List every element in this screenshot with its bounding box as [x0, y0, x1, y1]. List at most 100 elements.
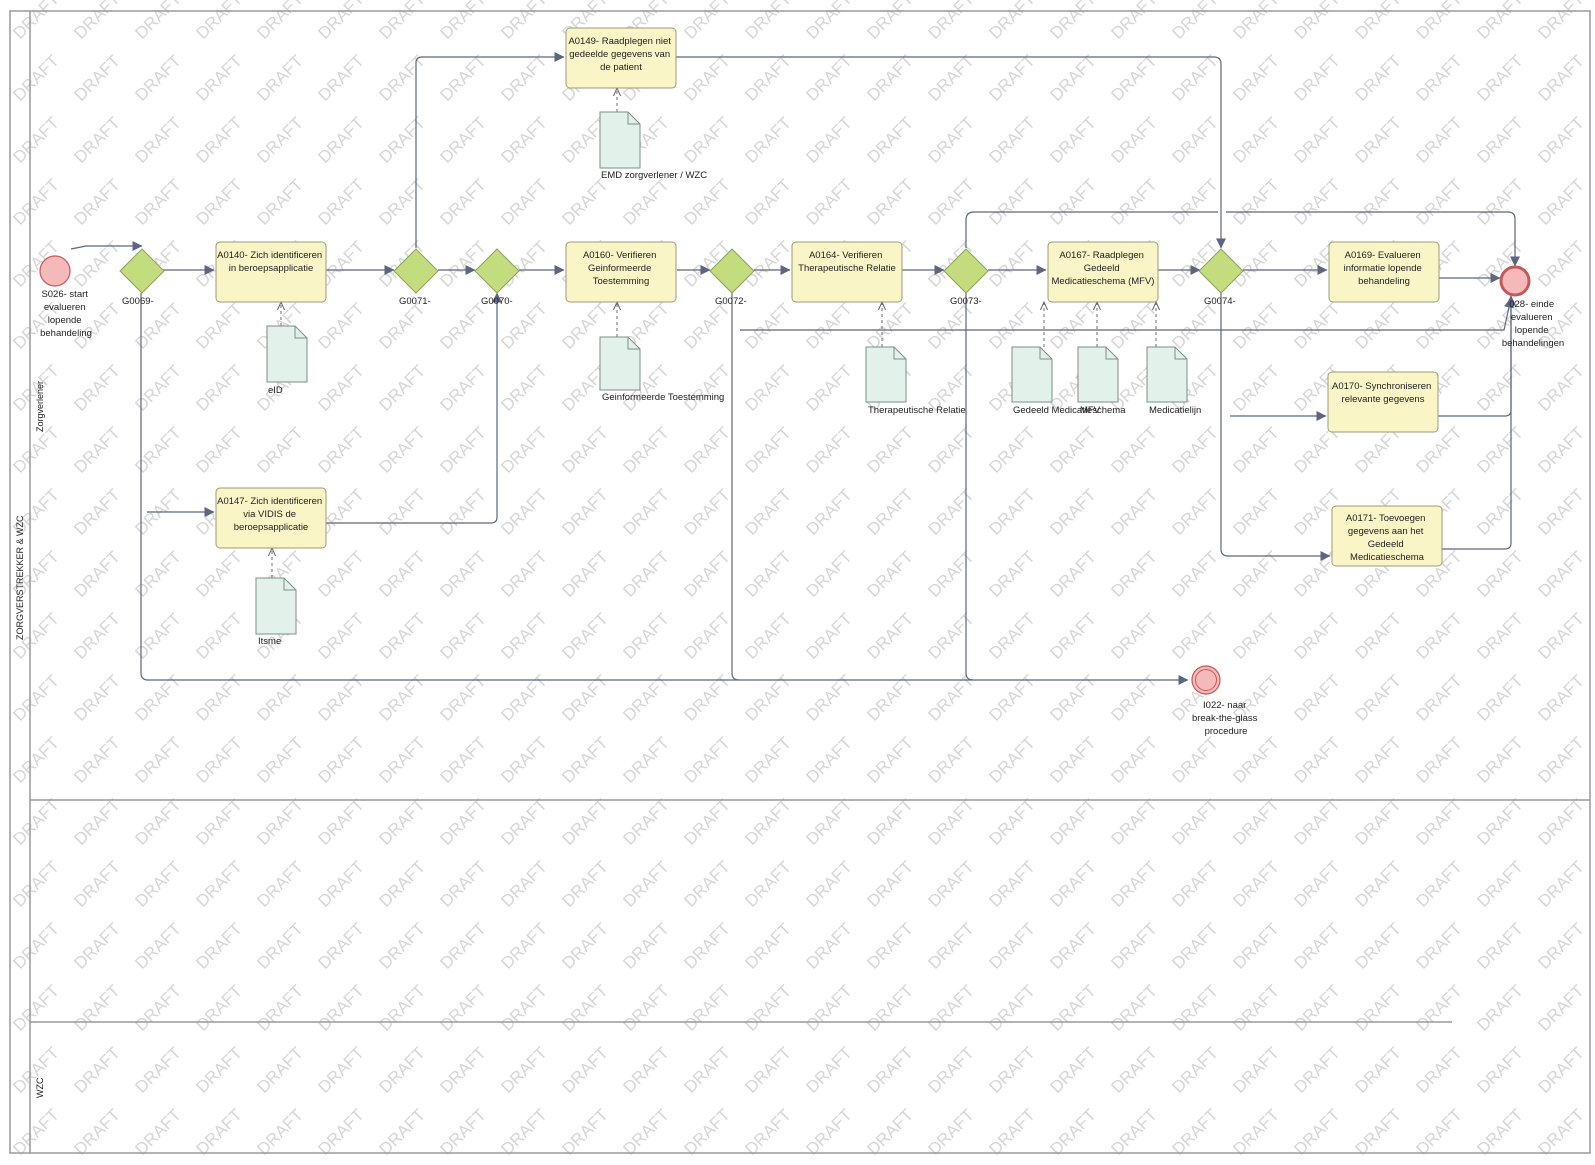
watermark-text: DRAFT [985, 733, 1039, 787]
watermark-text: DRAFT [9, 51, 63, 105]
activity-a0149[interactable]: A0149- Raadplegen niet gedeelde gegevens… [565, 27, 677, 89]
watermark-text: DRAFT [619, 733, 673, 787]
activity-a0140[interactable]: A0140- Zich identificeren in beroepsappl… [215, 241, 327, 303]
watermark-text: DRAFT [497, 919, 551, 973]
watermark-text: DRAFT [802, 857, 856, 911]
gateway-g0073[interactable]: G0073- [943, 248, 989, 307]
watermark-text: DRAFT [802, 0, 856, 43]
watermark-text: DRAFT [375, 175, 429, 229]
watermark-text: DRAFT [1107, 0, 1161, 43]
watermark-text: DRAFT [1412, 795, 1466, 849]
watermark-text: DRAFT [1046, 733, 1100, 787]
data-object-mfv[interactable]: MFV [1077, 346, 1119, 416]
data-object-medicatielijn[interactable]: Medicatielijn [1146, 346, 1201, 416]
data-object-label: MFV [1080, 405, 1101, 416]
watermark-text: DRAFT [1229, 113, 1283, 167]
activity-a0164[interactable]: A0164- Verifieren Therapeutische Relatie [791, 241, 903, 303]
watermark-text: DRAFT [9, 857, 63, 911]
watermark-text: DRAFT [192, 175, 246, 229]
activity-a0170[interactable]: A0170- Synchroniseren relevante gegevens [1327, 371, 1439, 433]
data-object-label: eID [268, 385, 283, 396]
watermark-text: DRAFT [314, 795, 368, 849]
gateway-g0074[interactable]: G0074- [1198, 248, 1244, 307]
watermark-text: DRAFT [680, 299, 734, 353]
data-object-emd[interactable]: EMD zorgverlener / WZC [599, 111, 707, 181]
watermark-text: DRAFT [1046, 299, 1100, 353]
activity-label: A0171- Toevoegen gegevens aan het Gedeel… [1346, 513, 1428, 563]
watermark-text: DRAFT [131, 1105, 185, 1159]
watermark-text: DRAFT [1290, 113, 1344, 167]
watermark-text: DRAFT [1534, 733, 1588, 787]
end-event-e028[interactable]: 028- einde evalueren lopende behandeling… [1499, 265, 1564, 349]
watermark-text: DRAFT [1412, 175, 1466, 229]
watermark-text: DRAFT [1473, 1043, 1527, 1097]
start-event-s026[interactable]: S026- start evalueren lopende behandelin… [39, 255, 92, 339]
watermark-text: DRAFT [924, 51, 978, 105]
watermark-text: DRAFT [741, 857, 795, 911]
gateway-g0071[interactable]: G0071- [393, 248, 439, 307]
watermark-text: DRAFT [741, 113, 795, 167]
watermark-text: DRAFT [1351, 113, 1405, 167]
gateway-g0072[interactable]: G0072- [709, 248, 755, 307]
data-object-itsme[interactable]: Itsme [255, 577, 297, 647]
watermark-text: DRAFT [131, 175, 185, 229]
activity-a0169[interactable]: A0169- Evalueren informatie lopende beha… [1328, 241, 1440, 303]
activity-a0147[interactable]: A0147- Zich identificeren via VIDIS de b… [215, 487, 327, 549]
flow-g73-down [965, 293, 974, 681]
watermark-text: DRAFT [497, 485, 551, 539]
lane-label-wzc: WZC [35, 1077, 45, 1098]
gateway-g0070[interactable]: G0070- [474, 248, 520, 307]
watermark-text: DRAFT [741, 733, 795, 787]
watermark-text: DRAFT [70, 1043, 124, 1097]
data-object-therapeutische-relatie[interactable]: Therapeutische Relatie [865, 346, 966, 416]
flow-a171-end [1441, 295, 1516, 550]
activity-a0167[interactable]: A0167- Raadplegen Gedeeld Medicatieschem… [1047, 241, 1159, 303]
data-object-geinformeerde-toestemming[interactable]: Geinformeerde Toestemming [599, 336, 724, 403]
watermark-text: DRAFT [70, 547, 124, 601]
watermark-text: DRAFT [924, 919, 978, 973]
watermark-text: DRAFT [1473, 981, 1527, 1035]
watermark-text: DRAFT [1168, 547, 1222, 601]
watermark-text: DRAFT [741, 609, 795, 663]
watermark-text: DRAFT [131, 423, 185, 477]
watermark-text: DRAFT [1473, 485, 1527, 539]
watermark-text: DRAFT [497, 175, 551, 229]
activity-a0171[interactable]: A0171- Toevoegen gegevens aan het Gedeel… [1331, 505, 1443, 567]
watermark-text: DRAFT [375, 299, 429, 353]
watermark-text: DRAFT [1412, 609, 1466, 663]
watermark-text: DRAFT [131, 609, 185, 663]
watermark-text: DRAFT [192, 609, 246, 663]
gateway-label: G0071- [399, 296, 431, 307]
watermark-text: DRAFT [375, 0, 429, 43]
watermark-text: DRAFT [1229, 0, 1283, 43]
watermark-text: DRAFT [1473, 361, 1527, 415]
watermark-text: DRAFT [253, 981, 307, 1035]
watermark-text: DRAFT [1351, 0, 1405, 43]
watermark-text: DRAFT [1290, 51, 1344, 105]
watermark-text: DRAFT [9, 0, 63, 43]
watermark-text: DRAFT [70, 361, 124, 415]
watermark-text: DRAFT [680, 981, 734, 1035]
data-object-eid[interactable]: eID [266, 325, 308, 396]
intermediate-event-i022[interactable]: I022- naar break-the-glass procedure [1191, 665, 1260, 737]
watermark-text: DRAFT [192, 113, 246, 167]
watermark-text: DRAFT [802, 361, 856, 415]
watermark-text: DRAFT [680, 361, 734, 415]
gateway-g0069[interactable]: G0069- [119, 248, 165, 307]
watermark-text: DRAFT [863, 795, 917, 849]
data-object-gedeeld-medicatieschema[interactable]: Gedeeld Medicatieschema [1011, 346, 1126, 416]
watermark-text: DRAFT [1046, 981, 1100, 1035]
watermark-text: DRAFT [1168, 609, 1222, 663]
activity-a0160[interactable]: A0160- Verifieren Geinformeerde Toestemm… [565, 241, 677, 303]
watermark-text: DRAFT [1534, 857, 1588, 911]
watermark-text: DRAFT [253, 671, 307, 725]
watermark-text: DRAFT [985, 857, 1039, 911]
watermark-text: DRAFT [1290, 795, 1344, 849]
watermark-text: DRAFT [558, 671, 612, 725]
watermark-text: DRAFT [741, 237, 795, 291]
watermark-text: DRAFT [1534, 113, 1588, 167]
watermark-text: DRAFT [863, 299, 917, 353]
data-objects: EMD zorgverlener / WZC eID Itsme Geinfor… [255, 111, 1201, 647]
watermark-text: DRAFT [1473, 0, 1527, 43]
